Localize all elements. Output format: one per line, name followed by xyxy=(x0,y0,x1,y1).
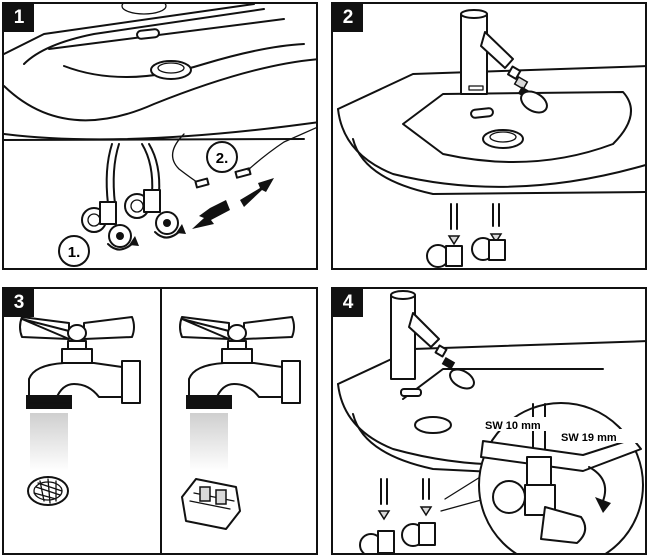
sink-basin xyxy=(337,340,645,475)
panel-4-number: 4 xyxy=(333,289,363,317)
aerator-parts xyxy=(434,344,475,390)
valves xyxy=(426,203,506,268)
panel-2-number: 2 xyxy=(333,4,363,32)
water-stream-right xyxy=(190,413,228,471)
disconnect-arrow-left xyxy=(192,200,230,229)
water-stream-left xyxy=(30,413,68,471)
angle-valve-left xyxy=(81,201,132,248)
aerator-insert-right xyxy=(181,478,241,530)
sensor-faucet xyxy=(390,290,440,380)
panel-4-illustration: SW 10 mm SW 19 mm xyxy=(337,290,645,553)
step-1-label: 1. xyxy=(68,244,81,261)
outdoor-faucet-left xyxy=(19,316,141,409)
valves xyxy=(359,478,436,553)
panel-3-illustration xyxy=(19,289,301,553)
panel-3: 3 xyxy=(2,287,318,555)
panel-1-illustration: 1. 2. xyxy=(4,4,316,267)
aerator-parts xyxy=(507,65,548,114)
sink-basin xyxy=(337,65,645,195)
wrench-size-large: SW 19 mm xyxy=(561,432,617,444)
wrench xyxy=(480,438,642,472)
wrench-turn-arrow xyxy=(588,466,607,502)
step-2-label: 2. xyxy=(216,150,229,167)
step-1-circle xyxy=(58,235,90,267)
panel-4: 4 xyxy=(331,287,647,555)
outdoor-faucet-right xyxy=(179,316,301,409)
step-2-circle xyxy=(206,141,238,173)
aerator-screen-left xyxy=(27,476,69,506)
angle-valve-right xyxy=(124,189,179,235)
panel-1-number: 1 xyxy=(4,4,34,32)
panel-3-number: 3 xyxy=(4,289,34,317)
wrench-size-small: SW 10 mm xyxy=(485,420,541,432)
sink-basin xyxy=(4,4,316,141)
sensor-cable xyxy=(172,133,201,185)
panel-1: 1 xyxy=(2,2,318,270)
panel-2-illustration xyxy=(337,9,645,268)
disconnect-arrow-right xyxy=(240,178,274,207)
sensor-faucet xyxy=(460,9,514,95)
panel-2: 2 xyxy=(331,2,647,270)
